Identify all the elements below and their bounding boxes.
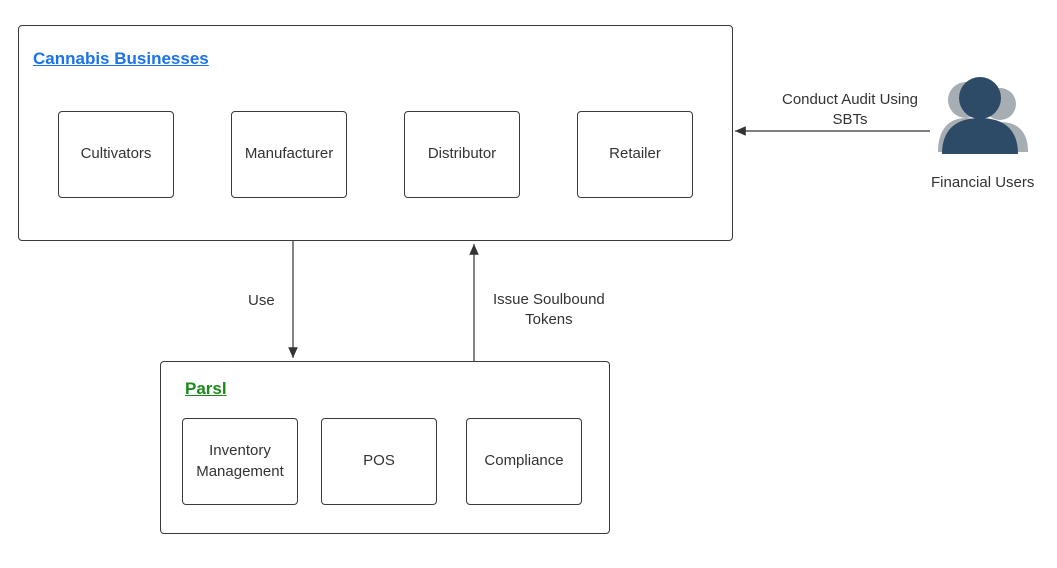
pos-label: POS [363,452,395,470]
inventory-management-node: Inventory Management [182,418,298,505]
audit-label: Conduct Audit Using SBTs [782,90,918,131]
compliance-node: Compliance [466,418,582,505]
pos-node: POS [321,418,437,505]
cultivators-node: Cultivators [58,111,174,198]
retailer-label: Retailer [609,145,661,163]
cultivators-label: Cultivators [80,145,152,163]
audit-label-line1: Conduct Audit Using [782,91,918,108]
audit-label-line2: SBTs [832,111,868,129]
parsl-title[interactable]: Parsl [185,379,227,398]
users-icon [938,77,1028,154]
cannabis-businesses-title[interactable]: Cannabis Businesses [33,49,209,68]
use-label: Use [248,292,275,309]
manufacturer-label: Manufacturer [244,145,334,163]
manufacturer-node: Manufacturer [231,111,347,198]
issue-tokens-label-line2: Tokens [525,311,573,329]
compliance-label: Compliance [484,452,564,470]
retailer-node: Retailer [577,111,693,198]
inventory-management-label-line2: Management [196,462,284,480]
issue-tokens-label: Issue Soulbound Tokens [493,290,605,331]
inventory-management-label-line1: Inventory [209,442,271,460]
financial-users-label: Financial Users [931,174,1035,191]
distributor-node: Distributor [404,111,520,198]
issue-tokens-label-line1: Issue Soulbound [493,291,605,308]
distributor-label: Distributor [427,145,497,163]
